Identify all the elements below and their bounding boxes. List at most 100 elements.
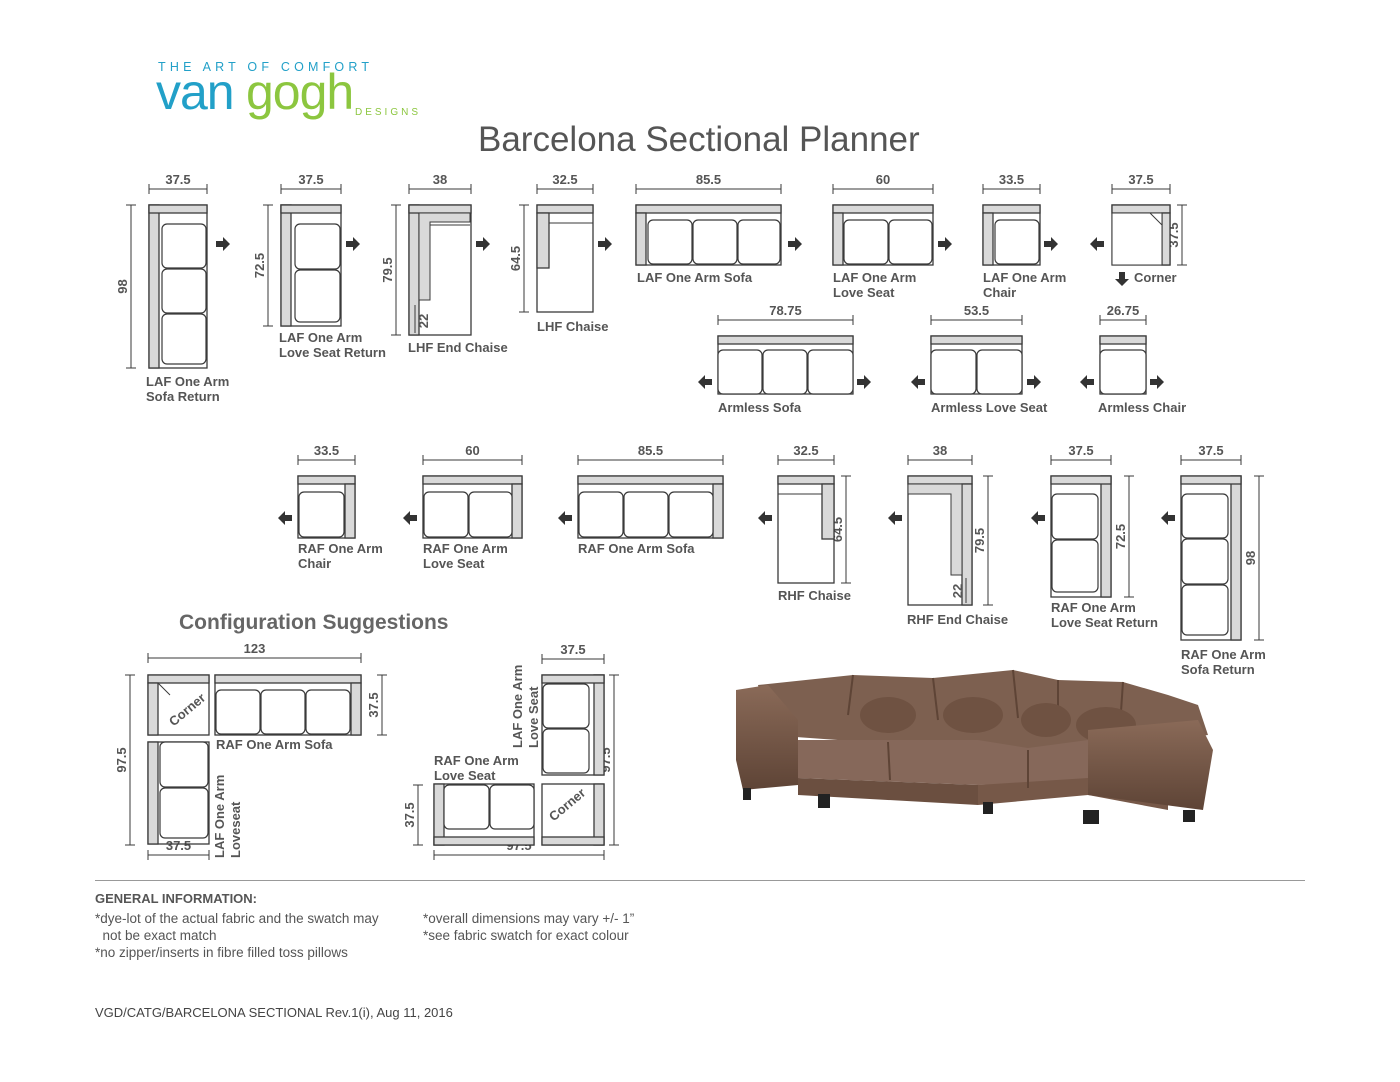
dimension-label: 79.5 [972, 528, 987, 553]
arrow-icon [278, 511, 292, 525]
piece-label: Sofa Return [146, 389, 220, 404]
piece-label: Love Seat [423, 556, 485, 571]
arm [344, 483, 356, 539]
arm [982, 212, 994, 266]
logo-gogh: gogh [246, 64, 354, 120]
arrow-icon [938, 237, 952, 251]
seat-cushion [717, 349, 763, 395]
dimension-label: 98 [115, 279, 130, 293]
piece-label: RHF End Chaise [907, 612, 1008, 627]
arrow-icon [1027, 375, 1041, 389]
seam [1149, 212, 1163, 226]
back [982, 204, 1041, 214]
seat-cushion [976, 349, 1023, 395]
dimension-label: 37.5 [402, 802, 417, 827]
piece-label: Armless Sofa [718, 400, 802, 415]
seat-cushion [468, 491, 513, 538]
dimension-label: 85.5 [696, 172, 721, 187]
arm [148, 204, 160, 369]
back [1050, 475, 1112, 485]
chaise-back [907, 483, 963, 576]
seat-cushion [161, 223, 207, 269]
dimension-label: 72.5 [1113, 524, 1128, 549]
arrow-icon [346, 237, 360, 251]
seat-cushion [1181, 538, 1229, 585]
piece-label: Armless Chair [1098, 400, 1186, 415]
piece-label: RAF One Arm [1051, 600, 1136, 615]
piece-label: Love Seat [833, 285, 895, 300]
piece-label: LHF End Chaise [408, 340, 508, 355]
seat-cushion [443, 784, 490, 830]
seat-cushion [578, 491, 624, 538]
piece-label: RAF One Arm Sofa [216, 737, 333, 752]
arm [1230, 475, 1242, 641]
arrow-icon [1080, 375, 1094, 389]
arrow-icon [788, 237, 802, 251]
arrow-icon [698, 375, 712, 389]
footer-revision: VGD/CATG/BARCELONA SECTIONAL Rev.1(i), A… [95, 1005, 453, 1020]
note-line: *overall dimensions may vary +/- 1” [423, 911, 635, 926]
logo-designs: DESIGNS [355, 107, 422, 118]
seat-cushion [542, 683, 590, 729]
back [536, 204, 594, 214]
arm [832, 212, 844, 266]
arm [712, 483, 724, 539]
arm [1161, 212, 1171, 266]
arrow-icon [1150, 375, 1164, 389]
arrow-icon [1044, 237, 1058, 251]
dimension-label: 60 [876, 172, 890, 187]
logo-tagline: THE ART OF COMFORT [158, 60, 374, 74]
arm [593, 783, 605, 846]
dimension-label: 32.5 [552, 172, 577, 187]
arrow-icon [216, 237, 230, 251]
seat-cushion [161, 313, 207, 365]
dimension-label: 22 [950, 584, 965, 598]
arm [147, 741, 159, 845]
arrow-icon [911, 375, 925, 389]
back [1111, 204, 1171, 214]
piece-label: Sofa Return [1181, 662, 1255, 677]
back [907, 475, 973, 485]
seat-cushion [294, 269, 341, 323]
piece-label: RAF One Arm [434, 753, 519, 768]
dimension-label: 32.5 [793, 443, 818, 458]
dimension-label: 37.5 [1068, 443, 1093, 458]
dimension-label: 37.5 [298, 172, 323, 187]
seat-cushion [737, 219, 781, 265]
back [297, 475, 356, 485]
arrow-icon [1161, 511, 1175, 525]
dimension-label: 33.5 [999, 172, 1024, 187]
piece-label: LAF One Arm [833, 270, 916, 285]
arrow-icon [403, 511, 417, 525]
piece-label: Armless Love Seat [931, 400, 1048, 415]
piece-label: Corner [546, 785, 588, 824]
piece-label: RAF One Arm [1181, 647, 1266, 662]
arrow-icon [888, 511, 902, 525]
seat-cushion [692, 219, 738, 265]
dimension-label: 85.5 [638, 443, 663, 458]
arm [280, 204, 292, 327]
dimension-label: 60 [465, 443, 479, 458]
seat-cushion [668, 491, 714, 538]
piece-label: RAF One Arm Sofa [578, 541, 695, 556]
seat-cushion [647, 219, 693, 265]
arrow-icon [598, 237, 612, 251]
dimension-label: 37.5 [560, 642, 585, 657]
back [717, 335, 854, 345]
piece-label: LAF One Arm [212, 775, 227, 858]
dimension-label: 37.5 [165, 172, 190, 187]
back [635, 204, 782, 214]
arm [1100, 475, 1112, 598]
seat-cushion [298, 491, 345, 538]
arm [821, 483, 835, 540]
seat-cushion [294, 223, 341, 270]
dimension-label: 78.75 [769, 303, 802, 318]
dimension-label: 33.5 [314, 443, 339, 458]
dimension-label: 53.5 [964, 303, 989, 318]
arrow-icon [1031, 511, 1045, 525]
seat-cushion [161, 268, 207, 314]
back [832, 204, 934, 214]
back [1099, 335, 1147, 345]
dimension-label: 37.5 [1128, 172, 1153, 187]
back [280, 204, 342, 214]
